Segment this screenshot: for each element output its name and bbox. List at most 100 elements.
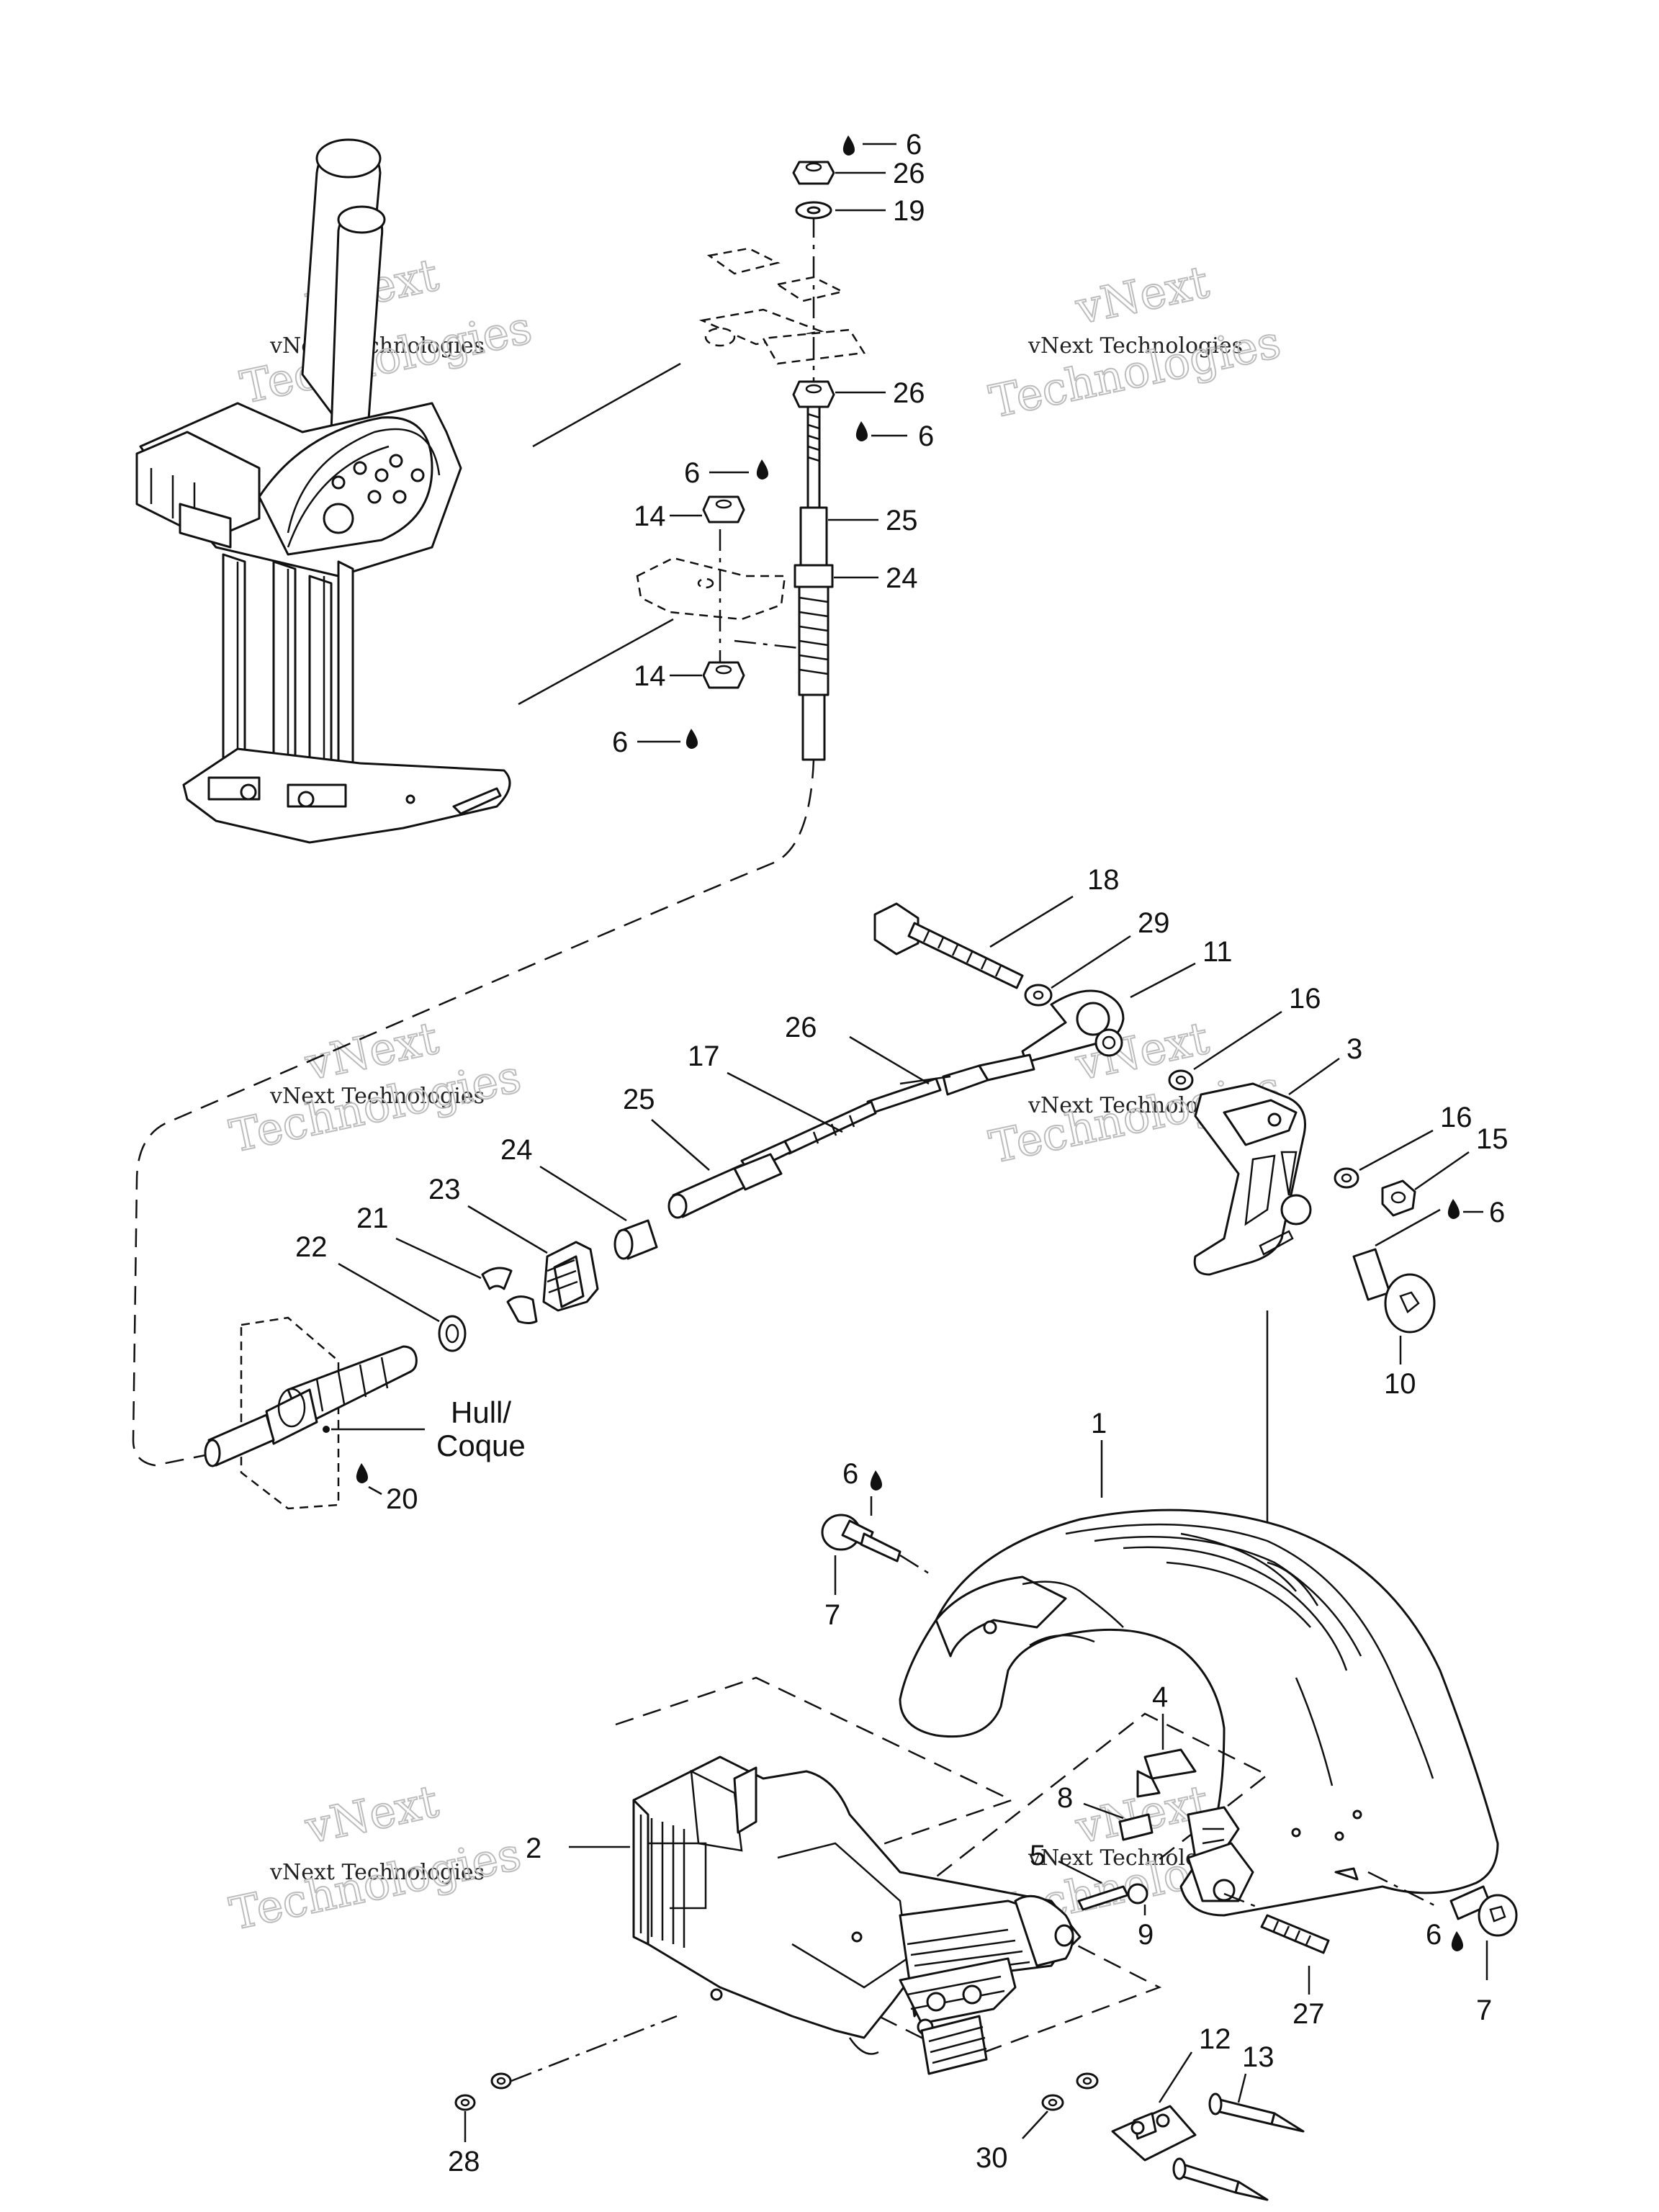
callout-8: 8 xyxy=(1057,1782,1073,1814)
washer-29 xyxy=(1024,984,1053,1007)
callout-16: 16 xyxy=(1289,983,1321,1015)
callouts-middle: 18 29 11 16 3 16 15 6 10 26 17 25 24 23 … xyxy=(295,864,1509,1515)
callout-28: 28 xyxy=(448,2146,480,2177)
callout-3: 3 xyxy=(1346,1033,1362,1065)
lubricant-drop-icon xyxy=(756,459,768,480)
callout-6: 6 xyxy=(918,421,934,452)
plate-12 xyxy=(1111,2105,1197,2162)
callout-14: 14 xyxy=(634,660,666,692)
callout-6: 6 xyxy=(612,727,628,758)
nut-15 xyxy=(1381,1179,1416,1217)
screw-7-right xyxy=(1367,1871,1518,1937)
lubricant-drop-icon xyxy=(870,1470,882,1491)
sleeve-25 xyxy=(667,1153,783,1219)
callout-6: 6 xyxy=(906,129,922,161)
connect-line-lower xyxy=(518,618,674,706)
bolt-18 xyxy=(873,902,1024,989)
callout-14: 14 xyxy=(634,500,666,532)
callout-6: 6 xyxy=(684,457,700,489)
callout-2: 2 xyxy=(526,1833,541,1864)
svg-text:vNext: vNext xyxy=(300,1775,443,1854)
callout-25: 25 xyxy=(623,1084,655,1115)
washer-16 xyxy=(1168,1069,1194,1091)
svg-text:vNext Technologies: vNext Technologies xyxy=(269,1084,485,1109)
callouts-bottom: 4 8 2 5 9 27 6 7 12 13 28 30 xyxy=(448,1681,1492,2177)
svg-text:Technologies: Technologies xyxy=(225,1827,526,1941)
washers-30 xyxy=(1041,2072,1099,2111)
callout-24: 24 xyxy=(500,1134,533,1166)
callout-6: 6 xyxy=(1489,1197,1505,1228)
washer-22 xyxy=(438,1315,467,1352)
callout-20: 20 xyxy=(386,1483,418,1515)
svg-text:Technologies: Technologies xyxy=(985,315,1285,428)
callout-4: 4 xyxy=(1152,1681,1168,1713)
hull-fitting-20 xyxy=(204,1316,418,1510)
svg-text:Technologies: Technologies xyxy=(236,301,536,414)
frame-outline-upper xyxy=(615,1676,1015,1852)
cable-17 xyxy=(740,1053,1035,1174)
screw-7 xyxy=(821,1514,930,1575)
callout-18: 18 xyxy=(1087,864,1120,896)
callout-19: 19 xyxy=(893,195,925,227)
callout-10: 10 xyxy=(1384,1368,1416,1400)
washers-28 xyxy=(454,2015,678,2111)
callout-9: 9 xyxy=(1138,1919,1154,1951)
callout-21: 21 xyxy=(356,1202,389,1234)
lubricant-drop-icon xyxy=(842,135,855,156)
callout-5: 5 xyxy=(1030,1840,1046,1871)
callouts-top: 6 26 19 26 6 6 14 25 24 14 6 xyxy=(612,129,934,758)
bolt-10 xyxy=(1352,1248,1436,1334)
callout-26: 26 xyxy=(893,158,925,189)
callout-12: 12 xyxy=(1199,2023,1231,2055)
pins-13 xyxy=(1172,2092,1305,2201)
watermark-top-left: vNext vNext Technologies Technologies xyxy=(235,248,537,415)
cover-1 xyxy=(899,1509,1499,1917)
callout-1: 1 xyxy=(1091,1408,1107,1439)
callout-7: 7 xyxy=(1476,1995,1492,2026)
sensor-assembly xyxy=(1077,1748,1254,1911)
hull-label-line1: Hull/ xyxy=(451,1395,511,1429)
bushing-24 xyxy=(613,1219,658,1260)
connect-line-upper xyxy=(532,362,681,448)
callout-26: 26 xyxy=(893,377,925,409)
svg-text:vNext Technologies: vNext Technologies xyxy=(269,1860,485,1885)
callout-27: 27 xyxy=(1292,1998,1325,2030)
callout-22: 22 xyxy=(295,1231,328,1263)
callout-13: 13 xyxy=(1242,2041,1274,2073)
watermark-mid-left: vNext vNext Technologies Technologies xyxy=(225,1011,526,1164)
callout-16: 16 xyxy=(1440,1102,1473,1133)
callout-29: 29 xyxy=(1138,907,1170,939)
callout-6: 6 xyxy=(842,1458,858,1490)
throttle-control-lever xyxy=(135,138,511,844)
watermark-bottom-left: vNext vNext Technologies Technologies xyxy=(225,1774,526,1941)
lubricant-drop-icon xyxy=(685,729,698,749)
top-cable-assembly xyxy=(636,161,866,761)
callout-30: 30 xyxy=(976,2142,1008,2174)
lubricant-drop-icon xyxy=(1447,1199,1460,1219)
cable-route-line xyxy=(132,759,815,1467)
callout-11: 11 xyxy=(1202,936,1233,968)
callouts-screw-left: 6 7 1 xyxy=(824,1408,1107,1631)
lubricant-drop-icon xyxy=(356,1463,368,1483)
lubricant-drop-icon xyxy=(855,421,868,441)
callout-6: 6 xyxy=(1426,1919,1442,1951)
washer-16 xyxy=(1334,1167,1359,1189)
callout-23: 23 xyxy=(428,1174,461,1205)
svg-text:vNext: vNext xyxy=(1071,256,1213,335)
hull-label-line2: Coque xyxy=(436,1429,526,1462)
hull-label: Hull/ Coque xyxy=(331,1395,526,1462)
callout-25: 25 xyxy=(886,505,918,536)
watermark-top-right: vNext vNext Technologies Technologies xyxy=(984,255,1286,429)
housing-2 xyxy=(632,1755,1082,2075)
callout-26: 26 xyxy=(785,1012,817,1043)
bracket-3 xyxy=(1193,1082,1312,1276)
bolt-27 xyxy=(1223,1892,1330,1954)
callout-17: 17 xyxy=(688,1040,720,1072)
callout-15: 15 xyxy=(1476,1123,1509,1155)
lubricant-drop-icon xyxy=(1451,1931,1463,1951)
clip-21 xyxy=(481,1267,538,1324)
cable-end-11 xyxy=(1021,989,1125,1064)
svg-text:vNext Technologies: vNext Technologies xyxy=(1028,333,1243,359)
callout-7: 7 xyxy=(824,1599,840,1631)
